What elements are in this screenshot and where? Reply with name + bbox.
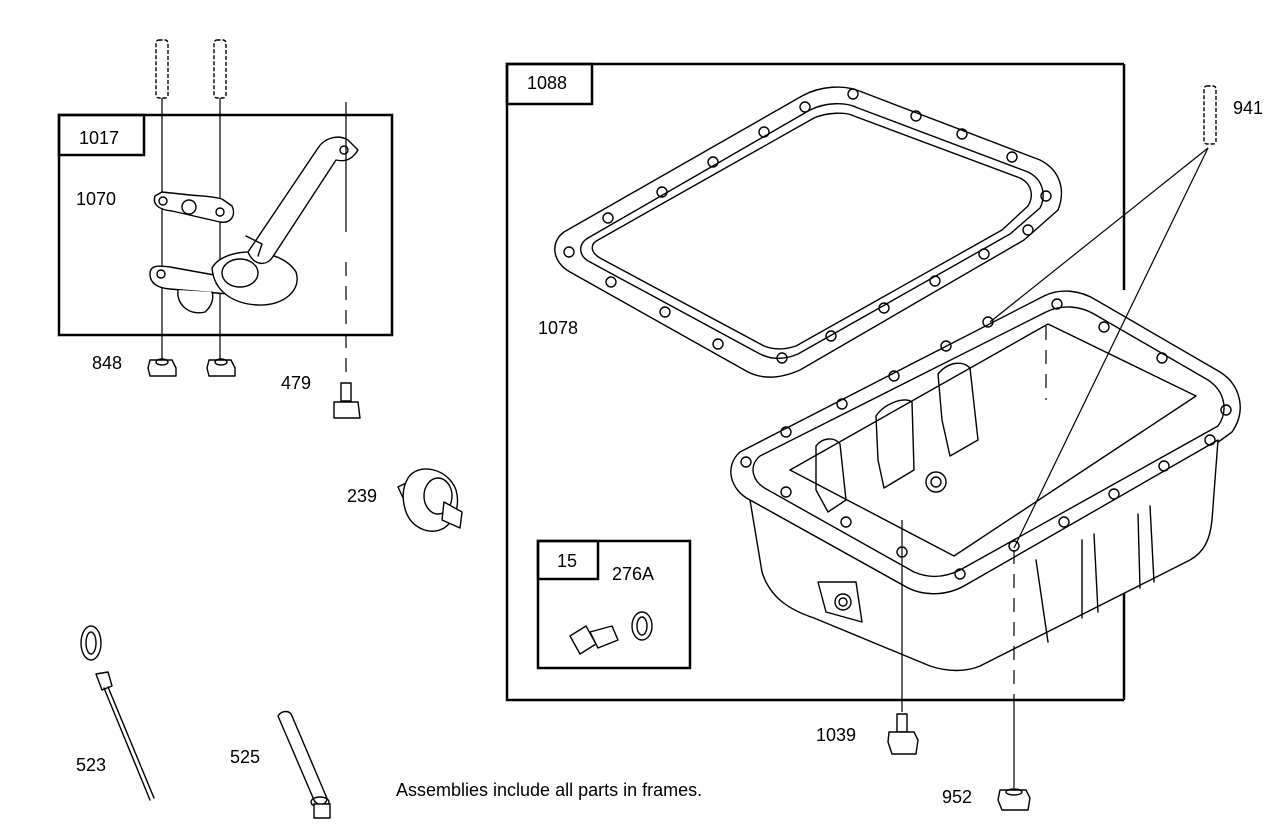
nut-952 <box>997 788 1031 811</box>
nut-848-right <box>206 358 236 377</box>
stud-941 <box>1203 85 1217 145</box>
pickup-stud-left <box>155 39 169 360</box>
oil-pan-gasket-1078 <box>554 86 1063 378</box>
frame-1017-label: 1017 <box>79 128 119 148</box>
frame-1088-oil-pan: 1088 <box>505 62 1126 702</box>
frame-15-drain-kit: 15 <box>536 539 692 670</box>
drain-plug-276a <box>569 625 619 655</box>
assemblies-note: Assemblies include all parts in frames. <box>396 780 702 800</box>
oil-sensor-239 <box>397 468 463 532</box>
bolt-1039 <box>887 713 919 755</box>
frame-1088-label: 1088 <box>527 73 567 93</box>
label-941: 941 <box>1233 98 1263 118</box>
frame-1017-oil-pickup: 1017 <box>57 113 394 337</box>
pickup-gasket-1070 <box>153 191 235 223</box>
dipstick-tube-525 <box>277 710 331 819</box>
pickup-stud-right <box>213 39 227 360</box>
label-525: 525 <box>230 747 260 767</box>
label-479: 479 <box>281 373 311 393</box>
label-1070: 1070 <box>76 189 116 209</box>
label-1039: 1039 <box>816 725 856 745</box>
nut-848-left <box>147 358 177 377</box>
label-848: 848 <box>92 353 122 373</box>
oil-pickup-tube <box>149 136 359 314</box>
bolt-479 <box>333 382 361 419</box>
label-276a: 276A <box>612 564 654 584</box>
dipstick-523 <box>80 625 155 801</box>
label-523: 523 <box>76 755 106 775</box>
label-952: 952 <box>942 787 972 807</box>
frame-15-label: 15 <box>557 551 577 571</box>
label-239: 239 <box>347 486 377 506</box>
label-1078: 1078 <box>538 318 578 338</box>
drain-washer <box>631 611 653 641</box>
oil-pan-body <box>730 290 1241 672</box>
